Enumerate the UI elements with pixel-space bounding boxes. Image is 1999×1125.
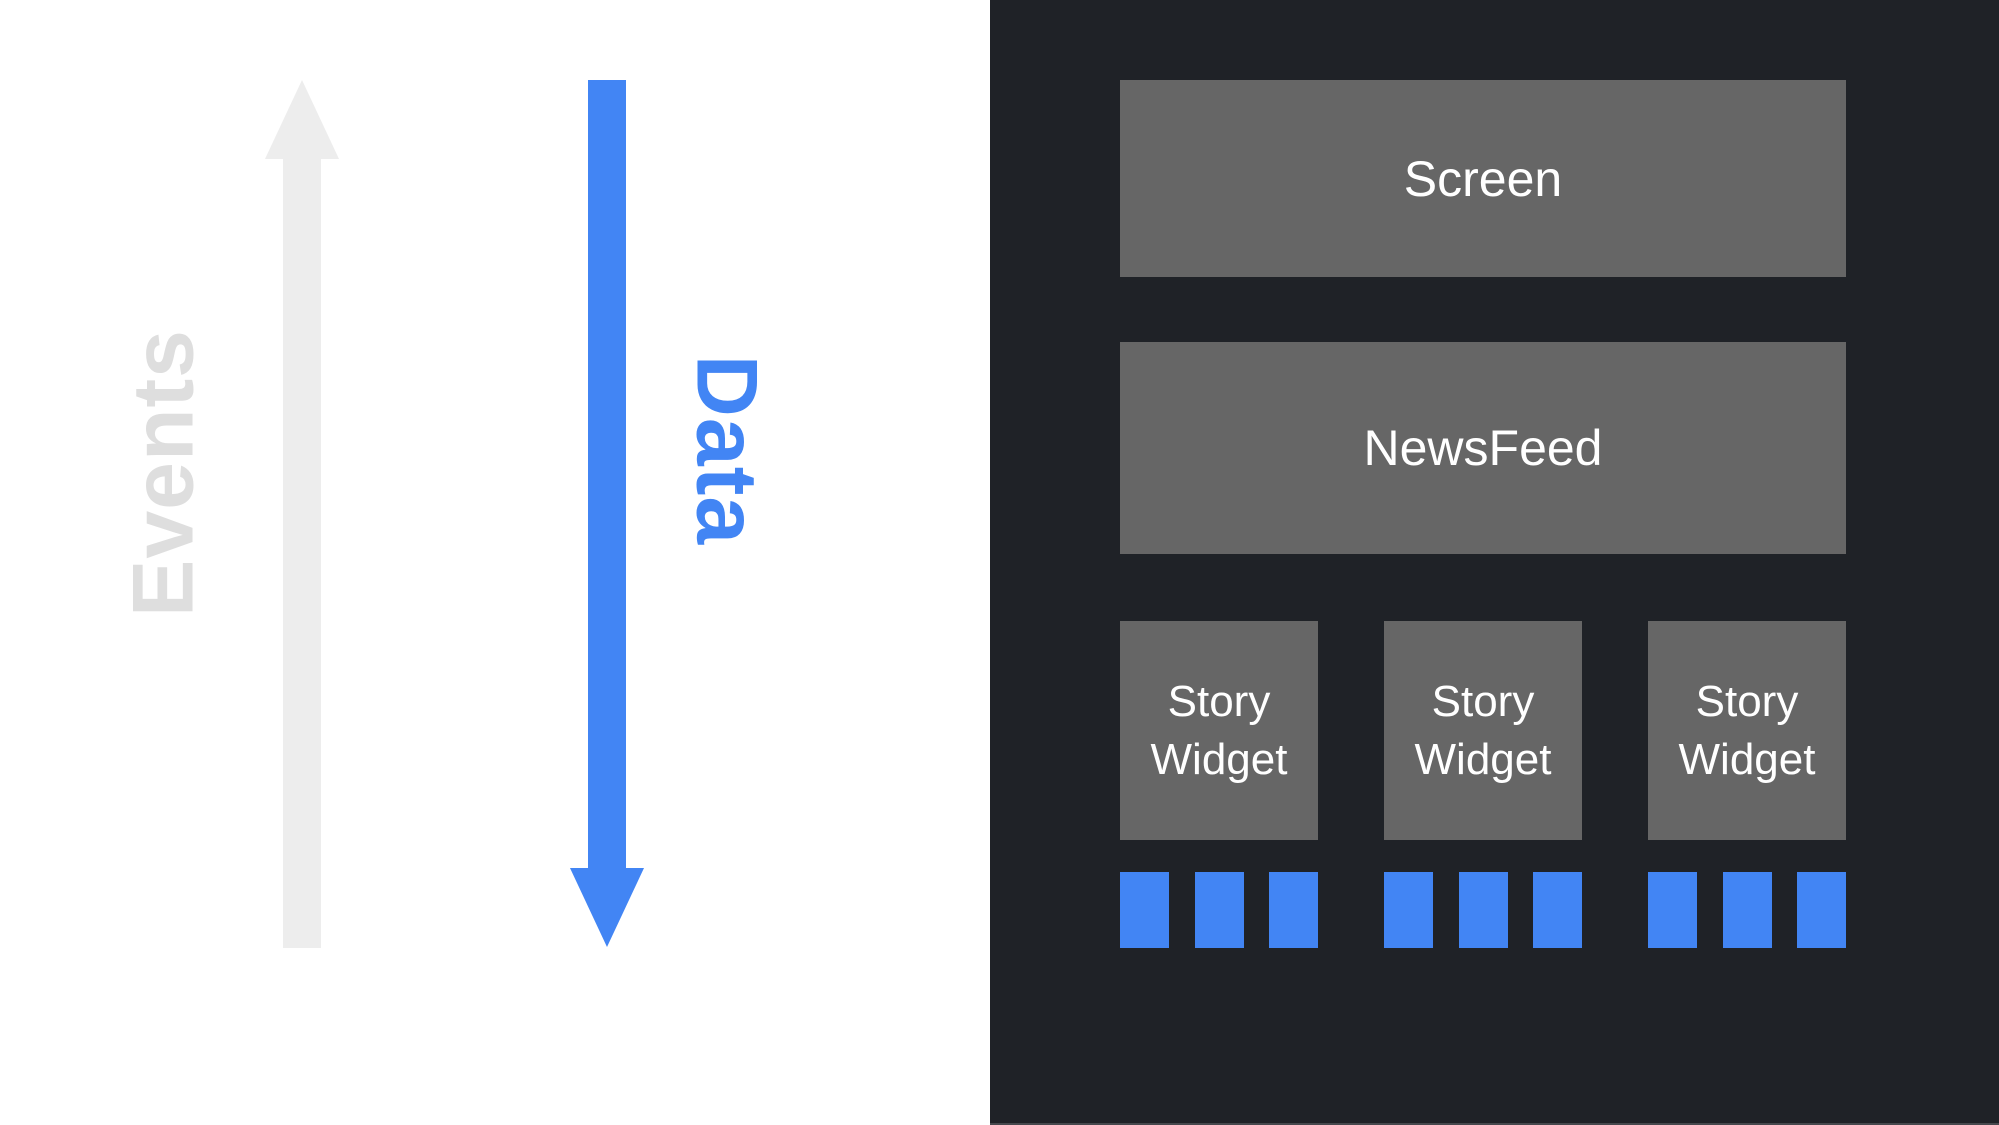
data-square (1194, 872, 1244, 948)
data-down-arrow-shaft (588, 80, 626, 870)
data-square (1458, 872, 1508, 948)
story-widget-box: Story Widget (1120, 621, 1318, 840)
events-up-arrow-shaft (283, 156, 321, 948)
events-label: Events (115, 328, 212, 618)
data-square (1384, 872, 1433, 948)
story-widget-label-line1: Story (1695, 677, 1799, 727)
widget-tree-panel: Screen NewsFeed Story Widget Story (990, 0, 1999, 1125)
data-square (1120, 872, 1169, 948)
data-squares-row (1648, 872, 1846, 948)
story-widget-box: Story Widget (1384, 621, 1582, 840)
screen-box-label: Screen (1403, 150, 1563, 207)
story-widget-column: Story Widget (1384, 621, 1582, 948)
data-square (1533, 872, 1582, 948)
data-square (1797, 872, 1846, 948)
data-down-arrow-icon (570, 868, 644, 947)
data-label: Data (678, 354, 775, 546)
story-widget-label-line2: Widget (1150, 734, 1288, 784)
data-squares-row (1120, 872, 1318, 948)
events-up-arrow-icon (265, 80, 339, 159)
story-widget-column: Story Widget (1648, 621, 1846, 948)
data-square (1722, 872, 1772, 948)
data-square (1269, 872, 1318, 948)
story-widget-label-line2: Widget (1414, 734, 1552, 784)
story-widget-label-line1: Story (1431, 677, 1535, 727)
story-widget-label-line1: Story (1167, 677, 1271, 727)
story-widget-column: Story Widget (1120, 621, 1318, 948)
story-widget-label-line2: Widget (1678, 734, 1816, 784)
story-widget-box: Story Widget (1648, 621, 1846, 840)
flow-panel: Events Data (0, 0, 990, 1125)
story-widget-row: Story Widget Story Widget (1120, 621, 1846, 948)
newsfeed-box: NewsFeed (1120, 342, 1846, 554)
screen-box: Screen (1120, 80, 1846, 277)
data-square (1648, 872, 1697, 948)
data-squares-row (1384, 872, 1582, 948)
newsfeed-box-label: NewsFeed (1363, 420, 1603, 476)
